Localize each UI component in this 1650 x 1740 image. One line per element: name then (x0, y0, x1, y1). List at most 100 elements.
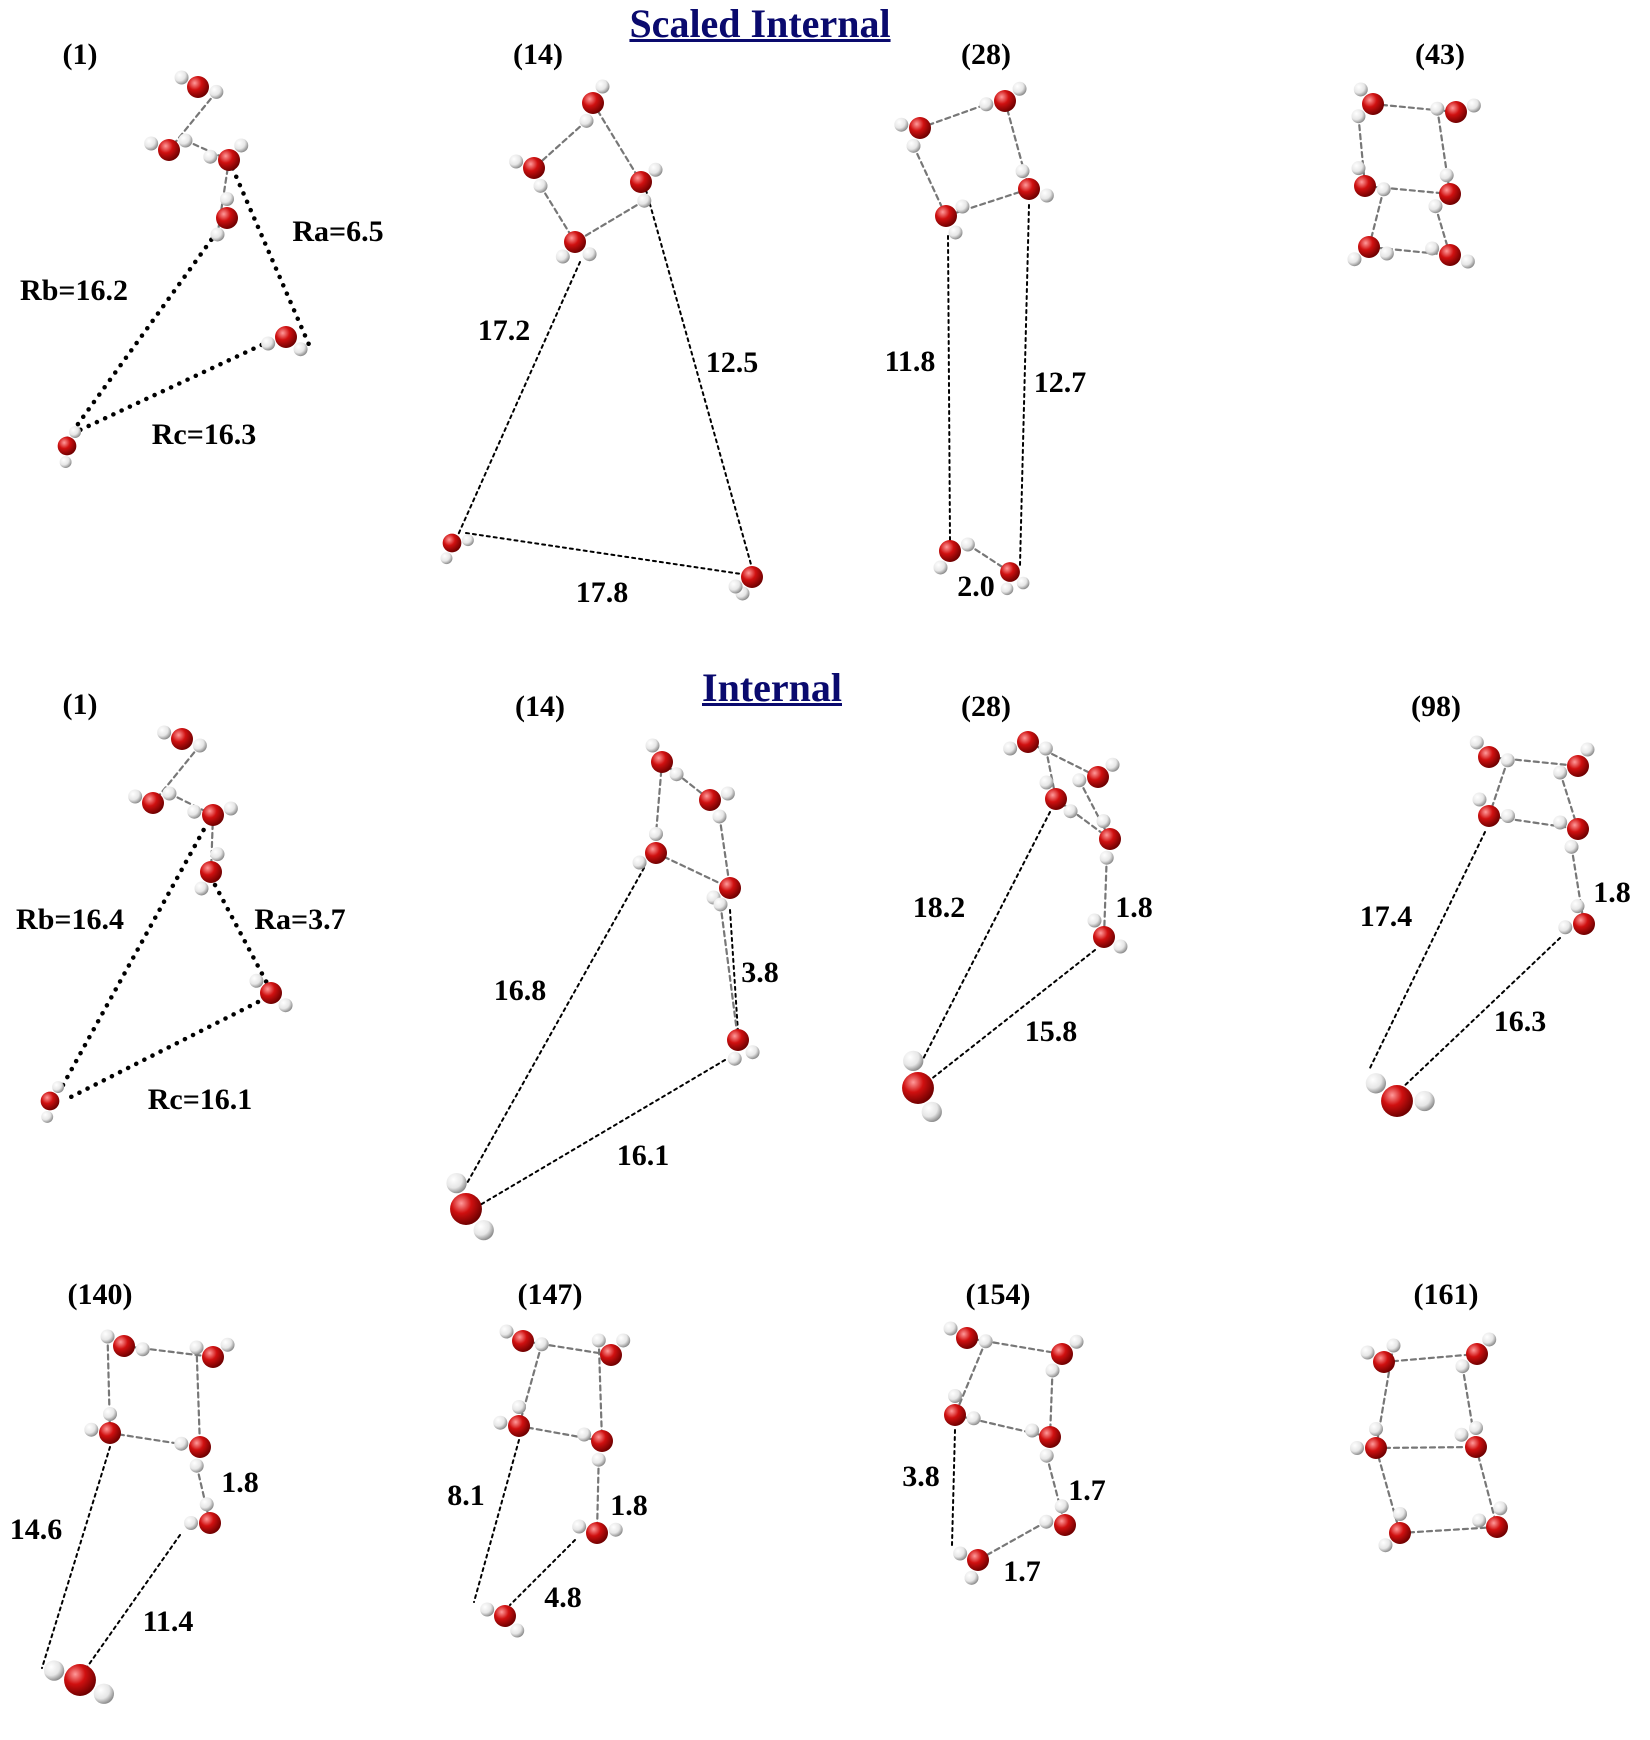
distance-label: 11.8 (884, 345, 936, 378)
hydrogen-atom (189, 1458, 204, 1473)
hydrogen-atom (1439, 168, 1454, 183)
hydrogen-atom (1360, 1345, 1375, 1360)
hydrogen-atom (955, 199, 970, 214)
hydrogen-bond (1048, 1369, 1054, 1439)
oxygen-atom (512, 1330, 534, 1352)
hydrogen-atom (1045, 1363, 1060, 1378)
distance-label: 1.8 (1593, 876, 1631, 909)
hydrogen-atom (1501, 809, 1515, 823)
hydrogen-atom (1365, 1073, 1387, 1094)
hydrogen-atom (43, 1660, 65, 1681)
hydrogen-atom (174, 70, 189, 85)
hydrogen-atom (1351, 109, 1366, 124)
hydrogen-atom (1580, 742, 1595, 757)
hydrogen-atom (953, 1546, 968, 1561)
hydrogen-bond (719, 903, 740, 1042)
hydrogen-atom (1425, 241, 1440, 256)
distance-line (919, 811, 1051, 1066)
hydrogen-bond (1078, 779, 1112, 841)
hydrogen-atom (184, 1516, 198, 1530)
frame-label-internal-154: (154) (965, 1278, 1031, 1311)
hydrogen-atom (1393, 1507, 1407, 1521)
hydrogen-atom (220, 192, 234, 206)
oxygen-atom (113, 1335, 135, 1357)
hydrogen-atom (135, 1342, 150, 1357)
hydrogen-atom (100, 1329, 115, 1344)
frame-label-internal-161: (161) (1413, 1278, 1479, 1311)
distance-label: 4.8 (544, 1581, 582, 1614)
hydrogen-bond (1054, 797, 1112, 841)
hydrogen-atom (1564, 839, 1579, 854)
hydrogen-atom (948, 1389, 962, 1403)
hydrogen-atom (1428, 199, 1443, 214)
hydrogen-atom (1455, 1359, 1470, 1374)
distance-line (465, 532, 749, 576)
hydrogen-bond (1371, 102, 1458, 114)
hydrogen-atom (162, 786, 177, 801)
oxygen-atom (600, 1344, 622, 1366)
hydrogen-atom (1493, 1501, 1508, 1516)
hydrogen-atom (93, 1683, 115, 1704)
hydrogen-bond (965, 1336, 1064, 1356)
oxygen-atom (1045, 788, 1067, 810)
hydrogen-atom (1347, 252, 1362, 267)
hydrogen-bond (1374, 1445, 1478, 1450)
hydrogen-atom (509, 154, 524, 169)
distance-line (84, 1534, 181, 1671)
oxygen-atom (442, 533, 462, 553)
hydrogen-atom (510, 1623, 525, 1638)
hydrogen-atom (966, 1411, 981, 1426)
hydrogen-bond (654, 851, 732, 890)
oxygen-atom (1354, 175, 1376, 197)
hydrogen-atom (933, 560, 948, 575)
oxygen-atom (216, 207, 238, 229)
hydrogen-atom (577, 1427, 592, 1442)
hydrogen-atom (1472, 1513, 1487, 1528)
hydrogen-atom (220, 1337, 235, 1352)
hydrogen-bond (1398, 1525, 1499, 1535)
distance-label-rb: Rb=16.4 (16, 903, 124, 936)
oxygen-atom (630, 171, 652, 193)
frame-label-scaled-28: (28) (961, 38, 1011, 71)
distance-label: 15.8 (1024, 1015, 1078, 1048)
hydrogen-atom (499, 1324, 514, 1339)
distance-label: 17.2 (477, 314, 531, 347)
hydrogen-atom (512, 1400, 526, 1414)
hydrogen-bond (195, 1346, 202, 1449)
distance-label: 16.3 (1493, 1005, 1547, 1038)
hydrogen-atom (194, 881, 209, 896)
oxygen-atom (935, 205, 957, 227)
hydrogen-atom (1113, 939, 1128, 954)
hydrogen-bond (1382, 1352, 1479, 1364)
hydrogen-atom (943, 1321, 958, 1336)
hydrogen-atom (745, 1045, 760, 1060)
hydrogen-bond (1045, 1454, 1067, 1527)
distance-label: 12.5 (705, 346, 759, 379)
hydrogen-atom (1553, 765, 1568, 780)
oxygen-atom (699, 789, 721, 811)
hydrogen-atom (1482, 1332, 1497, 1347)
oxygen-atom (1362, 93, 1384, 115)
oxygen-atom (645, 842, 667, 864)
oxygen-atom (1054, 1514, 1076, 1536)
oxygen-atom (1373, 1351, 1395, 1373)
oxygen-atom (260, 982, 282, 1004)
distance-line (1019, 204, 1030, 566)
hydrogen-atom (59, 456, 72, 469)
hydrogen-atom (978, 1334, 993, 1349)
oxygen-atom (1445, 101, 1467, 123)
oxygen-atom (1439, 183, 1461, 205)
hydrogen-atom (591, 1333, 606, 1348)
hydrogen-atom (157, 725, 172, 740)
hydrogen-bond (1102, 856, 1108, 939)
oxygen-atom (218, 149, 240, 171)
hydrogen-bond (953, 1340, 987, 1417)
distance-line (1369, 831, 1486, 1069)
hydrogen-atom (178, 133, 193, 148)
hydrogen-bond (167, 90, 218, 152)
hydrogen-atom (1378, 1538, 1393, 1553)
hydrogen-atom (1039, 1448, 1054, 1463)
hydrogen-atom (720, 786, 735, 801)
oxygen-atom (275, 326, 297, 348)
distance-line (60, 819, 211, 1088)
